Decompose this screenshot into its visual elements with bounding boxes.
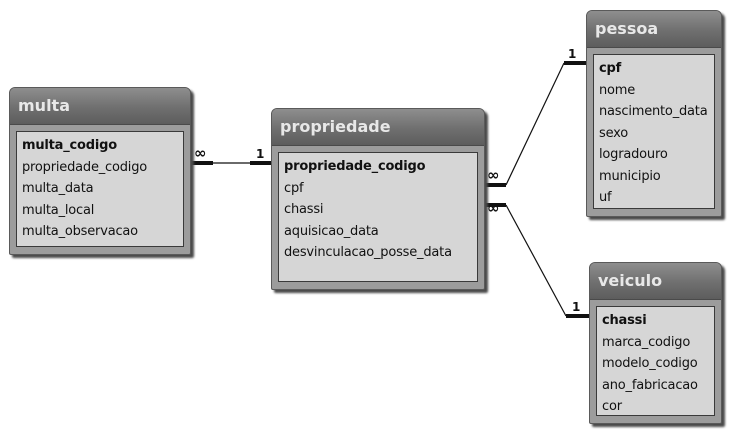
field-item[interactable]: multa_local (22, 202, 95, 218)
field-item[interactable]: desvinculacao_posse_data (284, 245, 452, 260)
field-item[interactable]: cor (602, 399, 622, 414)
cardinality-one: 1 (572, 300, 580, 314)
field-item[interactable]: propriedade_codigo (22, 159, 148, 175)
cardinality-many: ∞ (487, 199, 500, 217)
table-title[interactable]: multa (10, 88, 190, 125)
field-item[interactable]: chassi (284, 202, 324, 217)
field-item[interactable]: cpf (284, 180, 304, 196)
field-item[interactable]: municipio (599, 168, 661, 184)
cardinality-one: 1 (256, 147, 264, 161)
field-item[interactable]: logradouro (599, 147, 668, 162)
field-item[interactable]: uf (599, 190, 612, 205)
field-list[interactable]: multa_codigo propriedade_codigo multa_data… (16, 131, 184, 247)
cardinality-many: ∞ (487, 166, 500, 184)
primary-key-field[interactable]: multa_codigo (22, 138, 117, 153)
cardinality-one: 1 (568, 47, 576, 61)
relationship-multa-propriedade[interactable]: ∞ 1 (191, 144, 271, 165)
table-title[interactable]: veiculo (590, 263, 721, 300)
table-title[interactable]: pessoa (587, 11, 721, 48)
primary-key-field[interactable]: propriedade_codigo (284, 159, 426, 174)
field-item[interactable]: marca_codigo (602, 334, 691, 350)
field-item[interactable]: nascimento_data (599, 104, 708, 119)
field-item[interactable]: multa_observacao (22, 224, 138, 239)
cardinality-many: ∞ (194, 144, 207, 162)
relationship-propriedade-veiculo[interactable]: ∞ 1 (484, 199, 589, 318)
field-item[interactable]: sexo (599, 125, 628, 141)
field-item[interactable]: multa_data (22, 181, 94, 196)
table-title[interactable]: propriedade (272, 109, 484, 146)
primary-key-field[interactable]: chassi (602, 313, 647, 328)
field-item[interactable]: nome (599, 82, 636, 98)
field-item[interactable]: modelo_codigo (602, 356, 698, 371)
field-item[interactable]: aquisicao_data (284, 223, 379, 239)
field-list[interactable]: chassi marca_codigo modelo_codigo ano_fabri… (596, 306, 715, 416)
primary-key-field[interactable]: cpf (599, 61, 622, 76)
field-item[interactable]: ano_fabricacao (602, 377, 698, 393)
relationship-propriedade-pessoa[interactable]: ∞ 1 (484, 47, 586, 187)
